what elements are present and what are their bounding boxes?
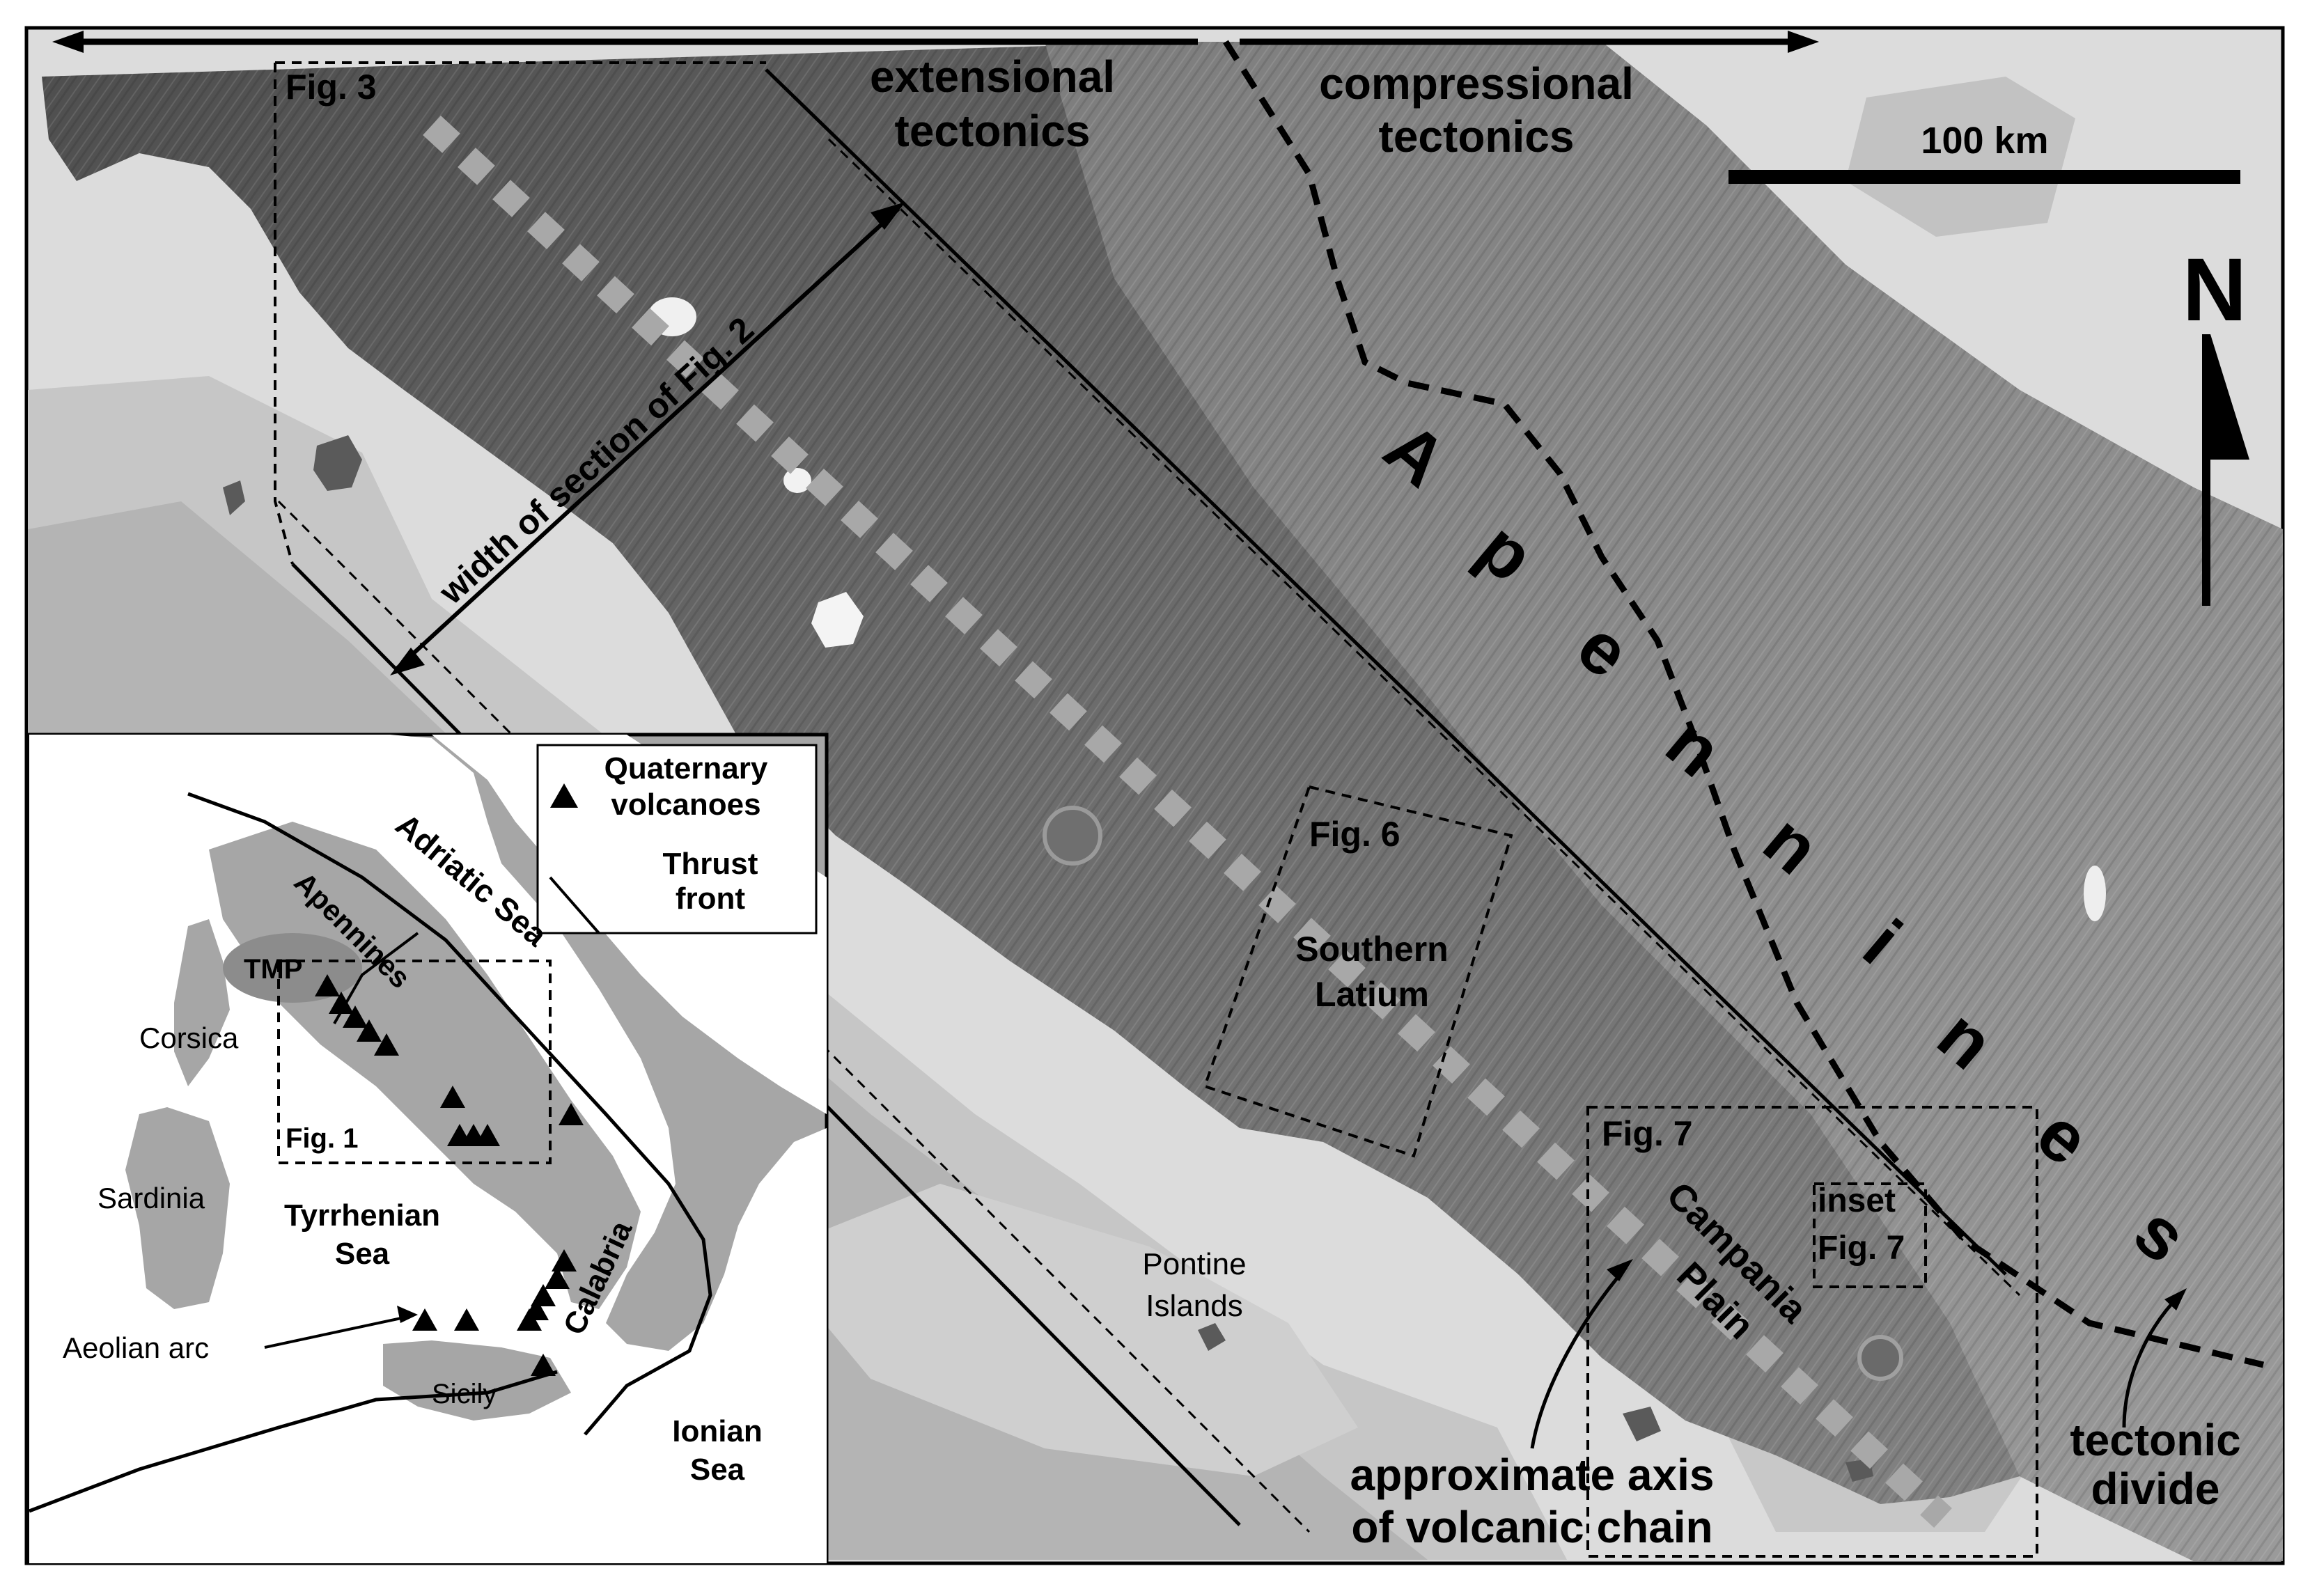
inset-ionian-line2: Sea [690,1453,745,1487]
fig7-box [1586,1106,2038,1558]
inset-fig7-label-line2: Fig. 7 [1818,1230,1905,1267]
volcanic-chain-axis [423,116,1952,1528]
inset-corsica-label: Corsica [139,1022,239,1054]
tectonic-extent-arrows[interactable] [52,31,1819,53]
inset-fig1-label: Fig. 1 [286,1123,358,1154]
islands [223,435,1873,1482]
volcano-icon [315,974,340,996]
pointer-arrows [1530,1259,2187,1449]
scale-bar: 100 km [1728,120,2240,184]
inset-aeolian-label: Aeolian arc [63,1331,209,1364]
scale-bar-line [1728,170,2240,184]
fig7-label: Fig. 7 [1602,1114,1693,1153]
inset-sardinia-label: Sardinia [97,1182,205,1214]
axis-label-line2: of volcanic chain [1351,1502,1712,1552]
inset-tyrrhenian-line2: Sea [335,1237,390,1271]
fig6-box [1203,785,1513,1158]
volcano-icon [440,1086,465,1108]
inset-volcano-markers [315,974,584,1376]
compressional-label-line1: compressional [1319,58,1634,109]
volcano-icon [357,1019,382,1042]
fig3-label: Fig. 3 [286,68,377,107]
inset-fig1-box [277,960,552,1164]
extensional-label-line2: tectonics [895,106,1091,156]
volcano-icon [329,992,354,1014]
axis-label-line1: approximate axis [1350,1450,1715,1500]
inset-ionian-line1: Ionian [672,1414,763,1448]
southern-latium-label-line2: Latium [1315,975,1429,1014]
volcano-icon [552,1249,577,1272]
inset-map: Quaternary volcanoes Thrust front Adriat… [27,733,829,1565]
inset-sicily-label: Sicily [432,1379,497,1409]
volcano-icon [454,1308,479,1331]
pontine-label-line2: Islands [1146,1289,1242,1323]
fig6-label: Fig. 6 [1309,815,1400,854]
section-width-arrow[interactable] [390,202,905,675]
figure-outline-boxes [274,61,2038,1558]
inset-legend-box [536,744,818,934]
volcano-icon [545,1267,570,1289]
volcano-icon [517,1308,542,1331]
pontine-label-line1: Pontine [1142,1247,1246,1281]
inset-fig7-box [1813,1182,1927,1288]
inset-tmp-label: TMP [244,954,302,985]
inset-tyrrhenian-line1: Tyrrhenian [284,1198,440,1233]
volcano-icon [374,1033,399,1056]
scale-bar-label: 100 km [1921,120,2048,162]
volcano-icon [531,1354,556,1376]
extensional-label-line1: extensional [870,52,1115,102]
legend-volcanoes-line1: Quaternary [604,751,768,785]
volcano-icon [343,1006,368,1028]
legend-thrust-line1: Thrust [663,847,758,881]
tectonic-divide-line [1223,40,2265,1368]
compressional-label-line2: tectonics [1379,111,1575,162]
north-label: N [2183,240,2247,340]
legend-volcano-icon [550,783,578,808]
volcano-icon [475,1124,500,1146]
legend-volcanoes-line2: volcanoes [611,788,760,822]
legend-thrust-icon [549,876,600,934]
legend-thrust-line2: front [676,882,746,916]
divide-label-line1: tectonic [2070,1415,2240,1465]
volcano-icon [559,1103,584,1125]
divide-label-line2: divide [2091,1464,2220,1514]
volcano-icon [412,1308,437,1331]
fig3-box-left [274,63,294,565]
north-arrow: N [2183,240,2249,606]
inset-fig7-label-line1: inset [1818,1182,1896,1219]
southern-latium-label-line1: Southern [1295,930,1448,969]
